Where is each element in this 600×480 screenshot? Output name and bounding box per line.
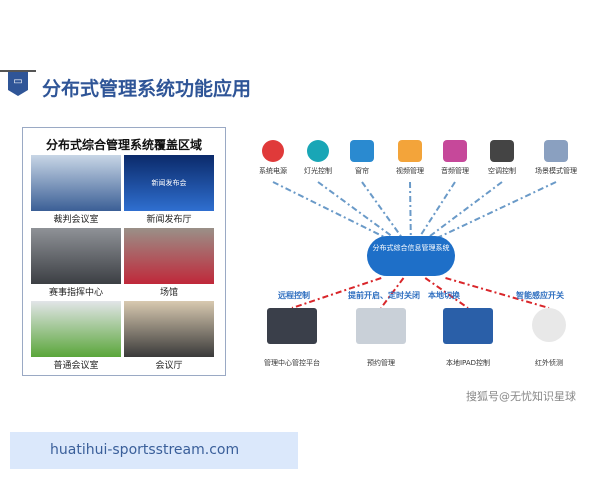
coverage-panel: 分布式综合管理系统覆盖区域 裁判会议室 新闻发布会新闻发布厅赛事指挥中心 场馆普通会… [22,127,226,376]
control-arrow [291,277,382,309]
control-arrow [445,277,550,309]
function-arrow [424,181,503,241]
function-label: 视频管理 [396,167,424,175]
function-label: 窗帘 [355,167,369,175]
control-arrow [424,277,469,309]
function-arrow [416,181,456,241]
function-label: 灯光控制 [304,167,332,175]
function-arrow [432,181,557,241]
function-label: 音频管理 [441,167,469,175]
area-photo [31,155,121,211]
control-link-label: 提前开启、定时关闭 [348,291,420,300]
control-link-label: 智能感应开关 [516,291,564,300]
watermark: 搜狐号@无忧知识星球 [466,390,576,403]
area-label: 裁判会议室 [53,215,99,225]
coverage-area: 会议厅 [124,301,214,371]
scene-mode-icon [544,140,568,162]
area-label: 新闻发布厅 [146,215,192,225]
device-label: 本地IPAD控制 [445,359,491,367]
area-photo [31,228,121,284]
smartphone-icon [356,308,406,344]
device-label: 管理中心管控平台 [264,359,320,367]
area-photo [124,228,214,284]
lightbulb-icon [307,140,329,162]
video-file-icon [398,140,422,162]
area-label: 赛事指挥中心 [48,288,103,298]
tablet-control-icon [443,308,493,344]
function-arrow [272,181,391,241]
banner-link[interactable]: huatihui-sportsstream.com [50,442,240,458]
infrared-sensor-icon [532,308,566,342]
monitor-icon [267,308,317,344]
cloud-system: 分布式综合信息管理系统 [367,236,455,276]
coverage-title: 分布式综合管理系统覆盖区域 [45,138,202,152]
area-label: 普通会议室 [53,361,99,371]
control-link-label: 远程控制 [278,291,310,300]
air-conditioner-icon [490,140,514,162]
function-arrow [409,181,412,241]
audio-file-icon [443,140,467,162]
function-arrow [361,181,405,241]
url-banner [10,432,298,469]
curtain-icon [350,140,374,162]
coverage-area: 普通会议室 [31,301,121,371]
function-label: 空调控制 [488,167,516,175]
area-label: 场馆 [159,288,178,298]
power-icon [262,140,284,162]
coverage-area: 新闻发布会新闻发布厅 [124,155,214,225]
function-arrow [317,181,398,241]
area-photo: 新闻发布会 [124,155,214,211]
coverage-area: 场馆 [124,228,214,298]
function-label: 系统电源 [259,167,287,175]
coverage-area: 裁判会议室 [31,155,121,225]
area-photo [31,301,121,357]
control-arrow [380,277,405,309]
header-rule [0,70,36,72]
area-photo [124,301,214,357]
page-title: 分布式管理系统功能应用 [42,78,252,100]
function-label: 场景模式管理 [535,167,577,175]
device-label: 红外侦测 [535,359,563,367]
device-label: 预约管理 [367,359,395,367]
control-link-label: 本地切换 [428,291,460,300]
area-label: 会议厅 [155,361,183,371]
coverage-area: 赛事指挥中心 [31,228,121,298]
video-chat-icon: ▭ [8,72,28,96]
